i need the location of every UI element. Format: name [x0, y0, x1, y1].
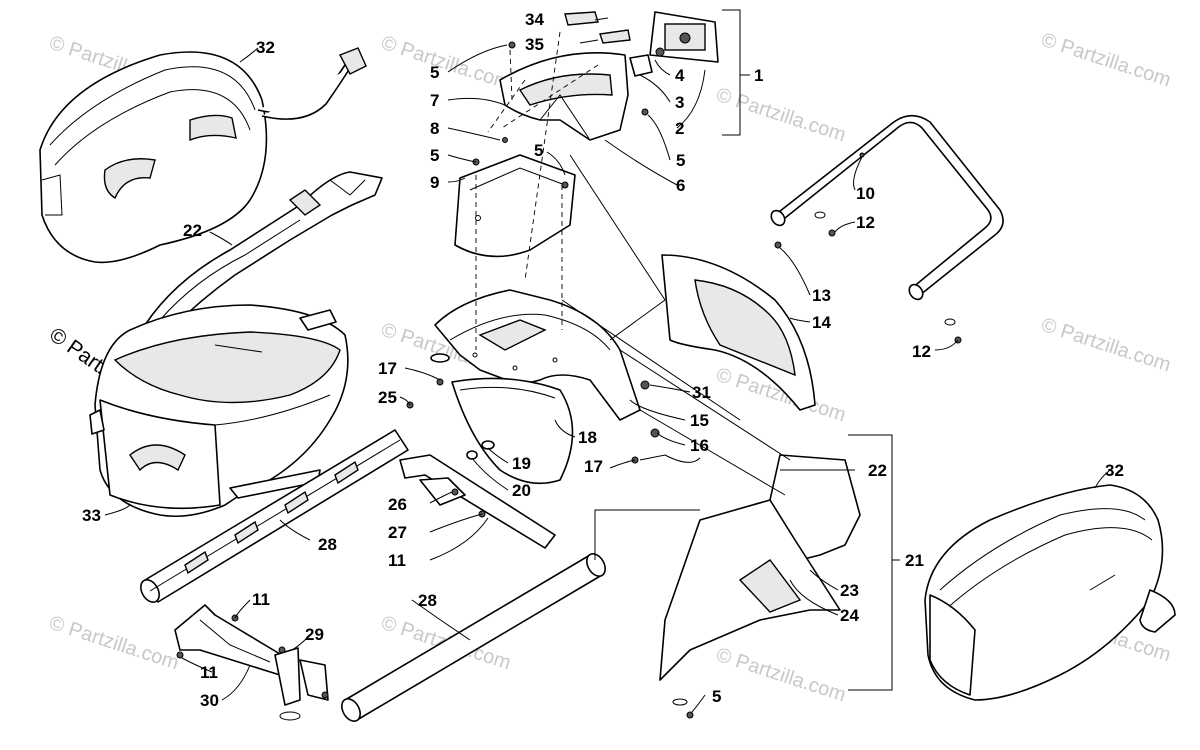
callout-31: 31 — [692, 383, 711, 402]
callout-28: 28 — [418, 591, 437, 610]
watermark: © Partzilla.com — [1038, 314, 1173, 377]
side-panel-14 — [661, 241, 816, 411]
callout-2: 2 — [675, 119, 684, 138]
callout-26: 26 — [388, 495, 407, 514]
callout-5: 5 — [430, 146, 439, 165]
callout-17: 17 — [378, 359, 397, 378]
bracket-26-27 — [399, 454, 556, 549]
callout-5: 5 — [676, 151, 685, 170]
rail-left — [140, 429, 409, 603]
callout-35: 35 — [525, 35, 544, 54]
watermark: © Partzilla.com — [713, 644, 848, 707]
watermark: © Partzilla.com — [46, 612, 181, 675]
side-panel-left — [144, 171, 383, 331]
group-brackets — [722, 9, 900, 691]
rail-right — [341, 553, 606, 722]
callout-3: 3 — [675, 93, 684, 112]
callout-21: 21 — [905, 551, 924, 570]
watermark: © Partzilla.com — [378, 32, 513, 95]
callout-34: 34 — [525, 10, 544, 29]
bracket-30 — [174, 604, 329, 721]
callout-13: 13 — [812, 286, 831, 305]
flap-9 — [454, 154, 576, 258]
callout-8: 8 — [430, 119, 439, 138]
taillight-assembly — [564, 11, 719, 77]
callout-18: 18 — [578, 428, 597, 447]
callout-12: 12 — [856, 213, 875, 232]
callout-4: 4 — [675, 66, 685, 85]
callout-1: 1 — [754, 66, 763, 85]
callout-11: 11 — [252, 590, 270, 609]
alignment-lines — [475, 31, 599, 350]
callout-25: 25 — [378, 388, 397, 407]
callout-19: 19 — [512, 454, 531, 473]
taillight-mount — [499, 41, 649, 143]
callout-32: 32 — [256, 38, 275, 57]
callout-5: 5 — [534, 141, 543, 160]
callout-17: 17 — [584, 457, 603, 476]
callout-16: 16 — [690, 436, 709, 455]
trunk — [89, 304, 349, 518]
callout-23: 23 — [840, 581, 859, 600]
callout-24: 24 — [840, 606, 859, 625]
callout-22: 22 — [183, 221, 202, 240]
callouts: 32 34 35 5 7 8 5 9 5 4 3 2 5 6 1 10 12 1… — [82, 10, 1124, 710]
callout-10: 10 — [856, 184, 875, 203]
saddle-bag-right — [924, 484, 1176, 701]
callout-9: 9 — [430, 173, 439, 192]
hardware — [176, 211, 962, 659]
callout-27: 27 — [388, 523, 407, 542]
callout-6: 6 — [676, 176, 685, 195]
watermark: © Partzilla.com — [713, 84, 848, 147]
fender — [434, 289, 641, 421]
callout-22: 22 — [868, 461, 887, 480]
assembly-lines — [561, 154, 791, 560]
callout-5: 5 — [712, 687, 721, 706]
callout-5: 5 — [430, 63, 439, 82]
callout-30: 30 — [200, 691, 219, 710]
callout-20: 20 — [512, 481, 531, 500]
callout-11: 11 — [200, 663, 218, 682]
callout-7: 7 — [430, 91, 439, 110]
callout-32: 32 — [1105, 461, 1124, 480]
callout-33: 33 — [82, 506, 101, 525]
mud-flap — [451, 377, 574, 485]
callout-15: 15 — [690, 411, 709, 430]
leader-lines — [104, 17, 1111, 713]
watermark: © Partzilla.com — [1038, 29, 1173, 92]
callout-29: 29 — [305, 625, 324, 644]
callout-11: 11 — [388, 551, 406, 570]
side-panel-assembly-21 — [659, 454, 861, 719]
callout-14: 14 — [812, 313, 831, 332]
callout-28: 28 — [318, 535, 337, 554]
grab-bar — [770, 114, 1004, 301]
callout-12: 12 — [912, 342, 931, 361]
saddle-bag-left — [39, 47, 367, 264]
